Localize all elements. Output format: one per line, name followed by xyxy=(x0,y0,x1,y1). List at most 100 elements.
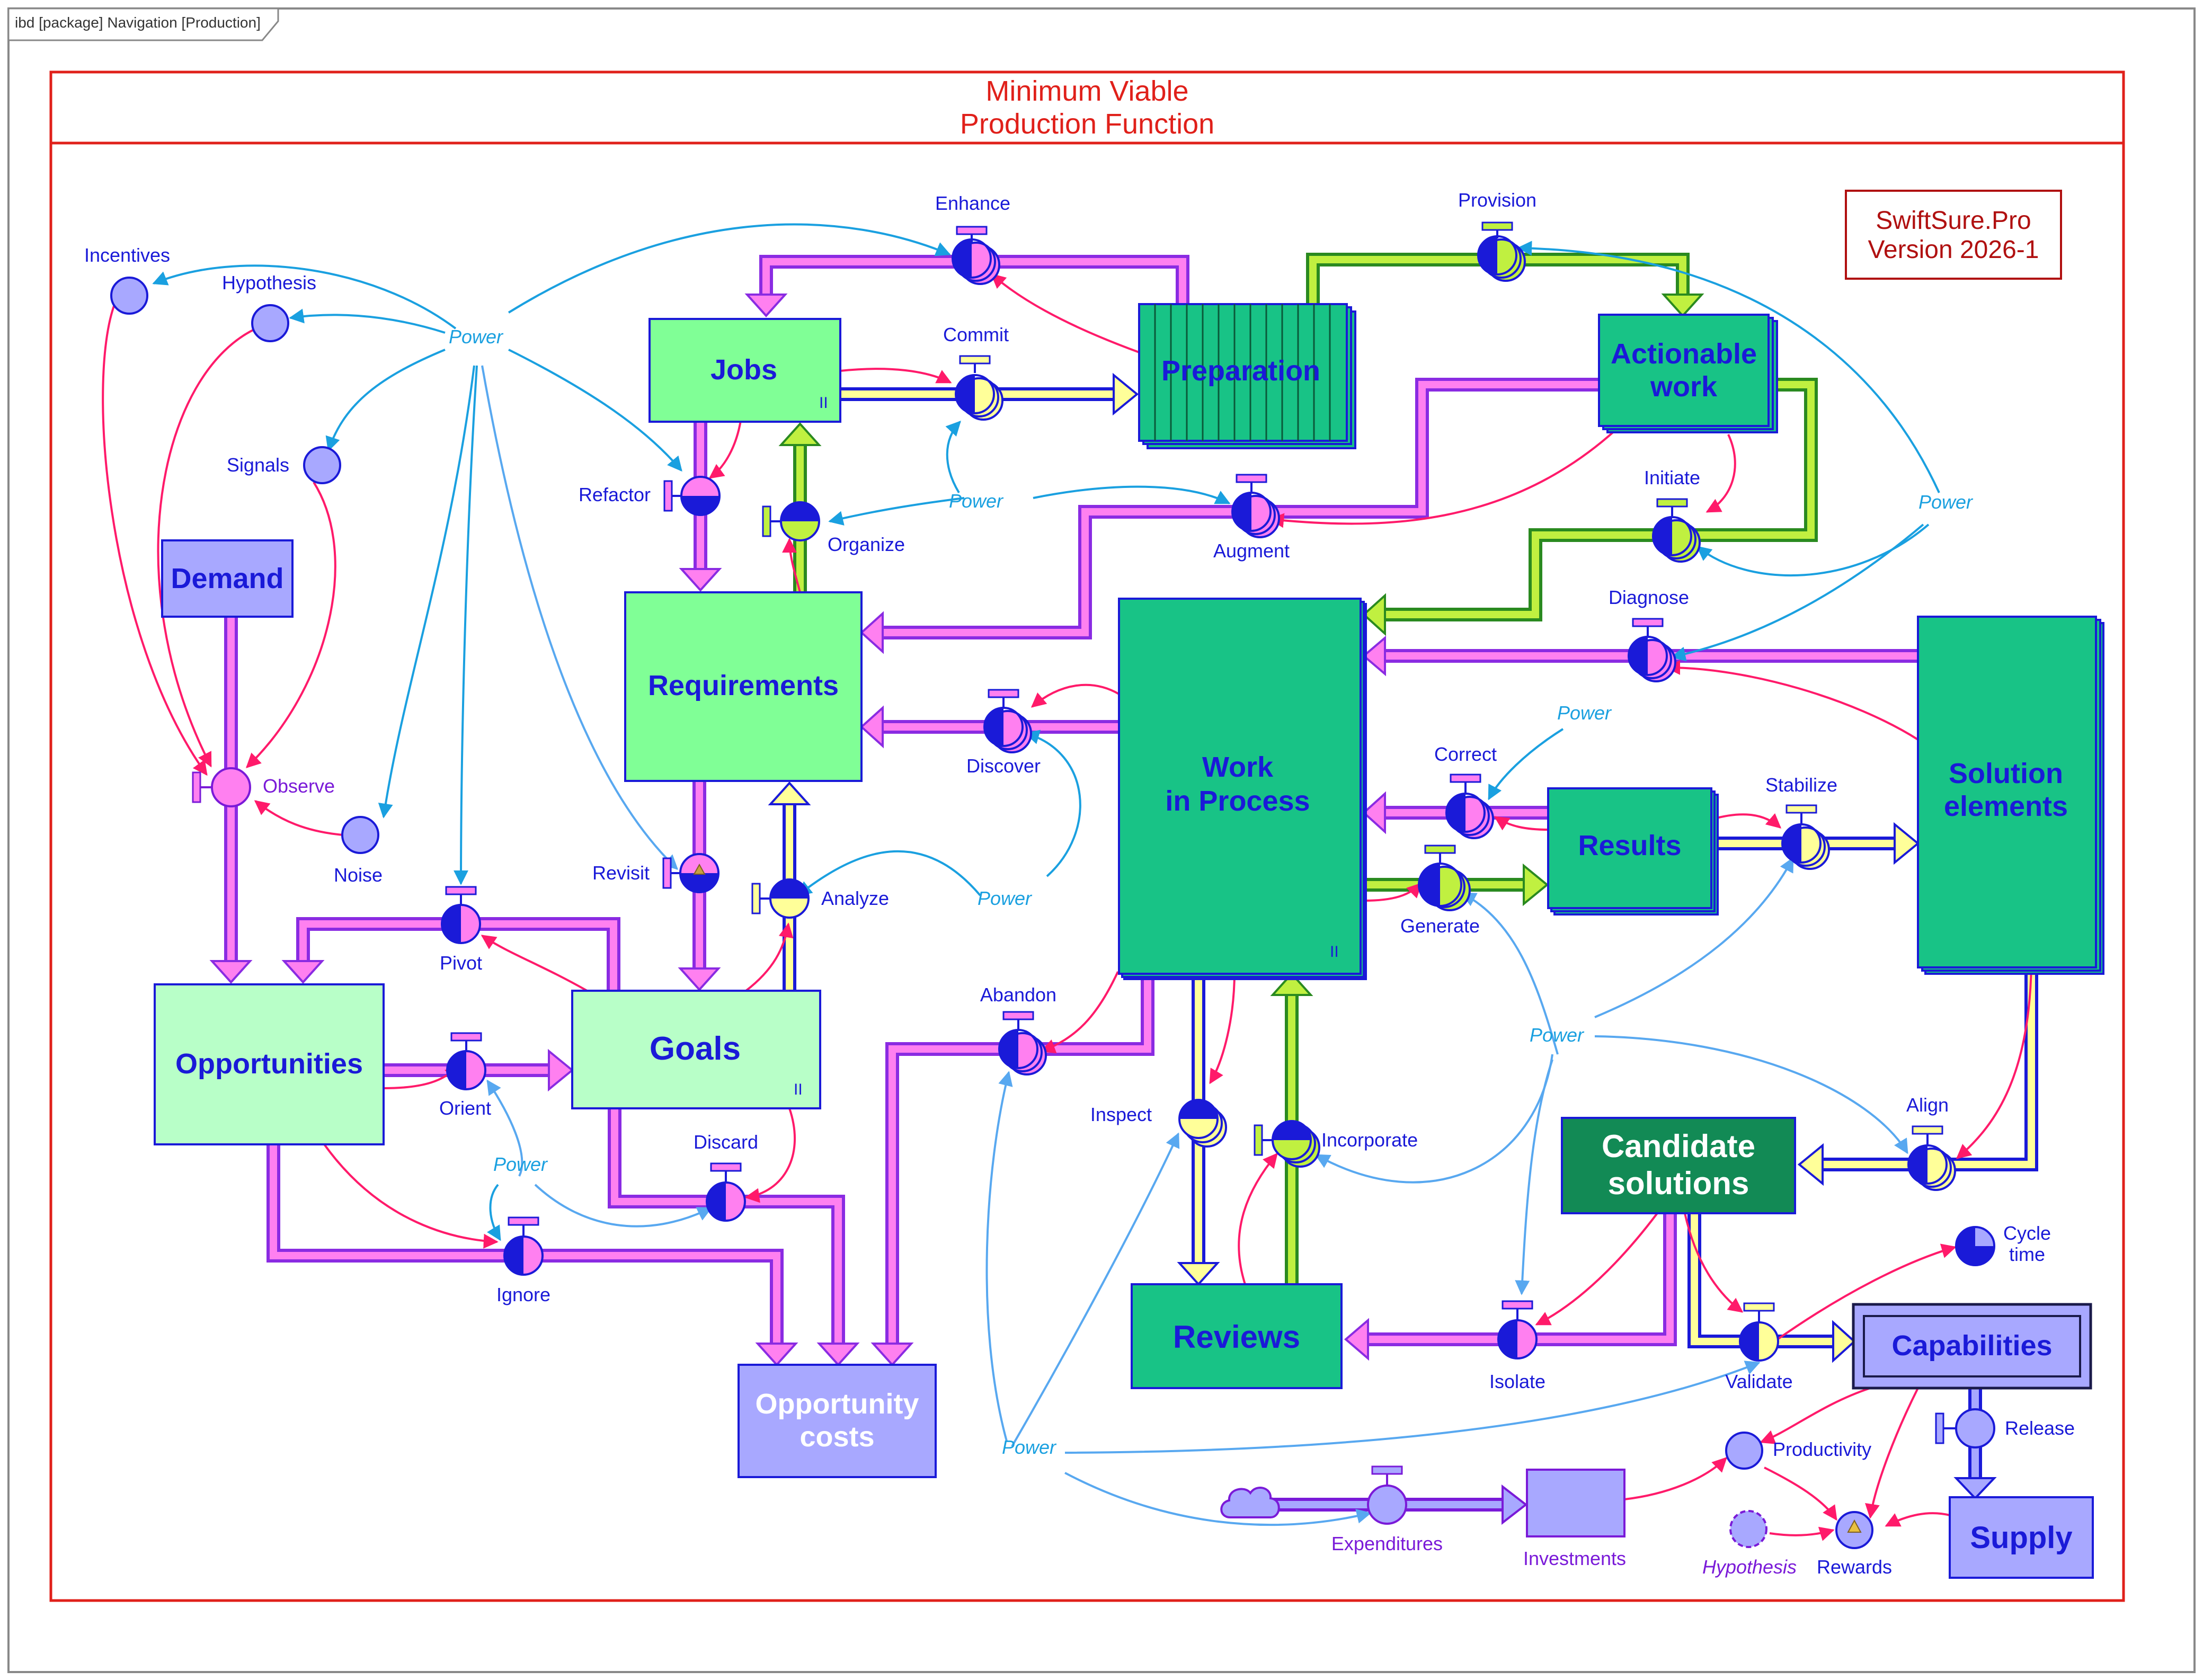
variable-incentives-label: Incentives xyxy=(84,244,170,266)
stock-preparation-label: Preparation xyxy=(1161,355,1320,387)
valve-inspect[interactable]: Inspect xyxy=(1090,1099,1227,1148)
frame-title-line2: Production Function xyxy=(960,108,1214,140)
valve-augment[interactable]: Augment xyxy=(1213,474,1290,562)
stock-opportunity-costs[interactable]: Opportunity costs xyxy=(738,1364,937,1478)
stock-jobs[interactable]: Jobs II xyxy=(649,318,841,423)
influence-links xyxy=(102,223,2032,1541)
variable-signals[interactable]: Signals xyxy=(227,446,341,484)
valve-initiate-label: Initiate xyxy=(1644,467,1700,488)
valve-stabilize[interactable]: Stabilize xyxy=(1765,774,1837,870)
stock-preparation[interactable]: Preparation xyxy=(1138,303,1356,449)
valve-discover[interactable]: Discover xyxy=(966,689,1041,777)
stock-work-in-process[interactable]: Work in Process II xyxy=(1118,598,1367,980)
stock-capabilities-label: Capabilities xyxy=(1891,1330,2052,1362)
stock-wip-line1: Work xyxy=(1202,751,1274,783)
valve-enhance[interactable]: Enhance xyxy=(935,192,1010,285)
valve-generate[interactable]: Generate xyxy=(1400,845,1480,937)
valve-analyze-label: Analyze xyxy=(821,887,889,909)
stock-goals[interactable]: Goals II xyxy=(571,990,821,1109)
valve-diagnose[interactable]: Diagnose xyxy=(1609,586,1689,682)
variable-cycle-time-line1: Cycle xyxy=(2003,1222,2051,1244)
variable-productivity[interactable]: Productivity xyxy=(1725,1432,1871,1470)
stock-requirements[interactable]: Requirements xyxy=(624,591,863,782)
valve-align[interactable]: Align xyxy=(1906,1094,1956,1191)
valve-validate[interactable]: Validate xyxy=(1725,1302,1793,1392)
valve-revisit[interactable]: Revisit xyxy=(592,853,719,893)
valve-pivot[interactable]: Pivot xyxy=(440,886,482,974)
variable-hypothesis-dashed-label: Hypothesis xyxy=(1702,1556,1797,1578)
valve-abandon-label: Abandon xyxy=(980,984,1056,1006)
stock-candidate-line1: Candidate xyxy=(1602,1128,1755,1164)
power-label-organize: Power xyxy=(949,490,1004,512)
version-box xyxy=(1845,190,2062,280)
valve-ignore-label: Ignore xyxy=(496,1284,550,1305)
valve-isolate-label: Isolate xyxy=(1489,1371,1545,1392)
valve-orient[interactable]: Orient xyxy=(439,1032,491,1119)
valve-ignore[interactable]: Ignore xyxy=(496,1216,550,1305)
valve-isolate[interactable]: Isolate xyxy=(1489,1300,1545,1392)
stock-investments-label: Investments xyxy=(1523,1548,1626,1569)
valve-release-label: Release xyxy=(2005,1417,2075,1439)
valve-refactor-label: Refactor xyxy=(579,484,651,505)
power-label-correct: Power xyxy=(1557,702,1612,724)
valve-incorporate[interactable]: Incorporate xyxy=(1254,1120,1418,1168)
stock-candidate-solutions[interactable]: Candidate solutions xyxy=(1561,1117,1796,1214)
valve-discard[interactable]: Discard xyxy=(694,1131,758,1222)
valve-correct[interactable]: Correct xyxy=(1434,743,1497,839)
variable-rewards-label: Rewards xyxy=(1817,1556,1892,1578)
variable-cycle-time-line2: time xyxy=(2009,1243,2045,1265)
stock-actionable-work[interactable]: Actionable work xyxy=(1598,314,1778,433)
diagram-tab-label: ibd [package] Navigation [Production] xyxy=(15,14,261,31)
stock-opportunities[interactable]: Opportunities xyxy=(154,983,385,1145)
valve-commit-label: Commit xyxy=(943,324,1009,345)
valve-observe[interactable]: Observe xyxy=(192,767,335,807)
cloud-icon xyxy=(1220,1487,1280,1518)
stock-goals-label: Goals xyxy=(650,1030,741,1067)
valve-stabilize-label: Stabilize xyxy=(1765,774,1837,796)
valve-commit[interactable]: Commit xyxy=(943,324,1009,421)
valve-pivot-label: Pivot xyxy=(440,952,482,974)
stock-actionable-work-line2: work xyxy=(1650,371,1718,403)
goals-parallel-marker: II xyxy=(794,1081,803,1098)
valve-initiate[interactable]: Initiate xyxy=(1644,467,1701,563)
frame-title-line1: Minimum Viable xyxy=(985,75,1188,107)
valve-abandon[interactable]: Abandon xyxy=(980,984,1056,1075)
valve-inspect-label: Inspect xyxy=(1090,1104,1152,1125)
warning-icon xyxy=(1847,1519,1862,1533)
valve-expenditures-label: Expenditures xyxy=(1331,1533,1443,1554)
version-line1: SwiftSure.Pro xyxy=(1876,207,2031,235)
variable-noise[interactable]: Noise xyxy=(334,816,383,886)
valve-expenditures[interactable]: Expenditures xyxy=(1331,1465,1443,1554)
variable-hypothesis-dashed[interactable]: Hypothesis xyxy=(1702,1510,1797,1578)
valve-organize[interactable]: Organize xyxy=(762,501,905,555)
valve-refactor[interactable]: Refactor xyxy=(579,476,721,516)
variable-incentives[interactable]: Incentives xyxy=(84,244,170,315)
valve-augment-label: Augment xyxy=(1213,540,1290,562)
variable-hypothesis[interactable]: Hypothesis xyxy=(222,272,316,342)
valve-observe-label: Observe xyxy=(263,775,335,797)
variable-cycle-time[interactable]: Cycle time xyxy=(1955,1222,2051,1266)
variable-noise-label: Noise xyxy=(334,864,383,886)
valve-release[interactable]: Release xyxy=(1935,1408,2075,1448)
wip-parallel-marker: II xyxy=(1330,943,1339,961)
stock-opportunity-costs-line1: Opportunity xyxy=(756,1388,919,1420)
valve-analyze[interactable]: Analyze xyxy=(751,878,889,919)
valve-provision[interactable]: Provision xyxy=(1458,189,1536,282)
variable-rewards[interactable]: Rewards xyxy=(1817,1511,1892,1578)
outer-border xyxy=(7,7,2196,1673)
stock-reviews[interactable]: Reviews xyxy=(1131,1283,1343,1389)
variable-hypothesis-label: Hypothesis xyxy=(222,272,316,294)
stock-supply[interactable]: Supply xyxy=(1949,1496,2094,1579)
stock-results-label: Results xyxy=(1578,830,1681,861)
variable-productivity-label: Productivity xyxy=(1773,1438,1871,1460)
stock-demand[interactable]: Demand xyxy=(161,539,294,618)
stock-capabilities[interactable]: Capabilities xyxy=(1852,1303,2092,1390)
stock-investments[interactable]: Investments xyxy=(1523,1469,1626,1569)
power-label-right: Power xyxy=(1918,491,1974,513)
stock-results[interactable]: Results xyxy=(1547,787,1719,915)
valve-provision-label: Provision xyxy=(1458,189,1536,211)
stock-solution-elements[interactable]: Solution elements xyxy=(1917,616,2104,975)
clock-icon xyxy=(1956,1227,1994,1265)
valve-generate-label: Generate xyxy=(1400,915,1480,937)
